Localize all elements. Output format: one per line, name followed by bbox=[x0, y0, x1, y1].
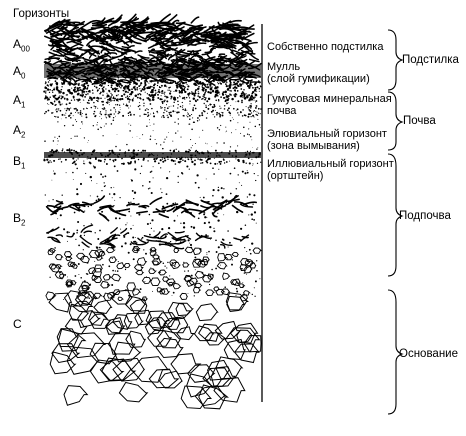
horizon-label-a2: A2 bbox=[13, 123, 26, 140]
brace-soil bbox=[387, 91, 404, 151]
description-litter: Собственно подстилка bbox=[267, 41, 384, 53]
brace-litter bbox=[387, 29, 404, 91]
horizon-label-a00: A00 bbox=[13, 37, 30, 54]
horizon-label-b2: B2 bbox=[13, 211, 26, 228]
group-label-bedrock: Основание bbox=[399, 348, 458, 360]
horizon-label-a0: A0 bbox=[13, 64, 26, 81]
description-eluvial: Элювиальный горизонт (зона вымывания) bbox=[267, 128, 387, 152]
brace-subsoil bbox=[387, 153, 404, 277]
soil-texture bbox=[43, 13, 263, 410]
horizon-label-b1: B1 bbox=[13, 154, 26, 171]
description-illuvial: Иллювиальный горизонт (ортштейн) bbox=[267, 158, 394, 182]
horizons-title: Горизонты bbox=[13, 8, 70, 20]
group-label-litter: Подстилка bbox=[402, 54, 459, 66]
group-label-subsoil: Подпочва bbox=[399, 210, 451, 222]
description-humus-mineral: Гумусовая минеральная почва bbox=[267, 93, 392, 117]
group-label-soil: Почва bbox=[403, 115, 436, 127]
horizon-label-a1: A1 bbox=[13, 93, 26, 110]
brace-bedrock bbox=[387, 289, 404, 415]
horizon-label-c: C bbox=[13, 317, 22, 331]
description-mull: Мулль (слой гумификации) bbox=[267, 61, 370, 85]
